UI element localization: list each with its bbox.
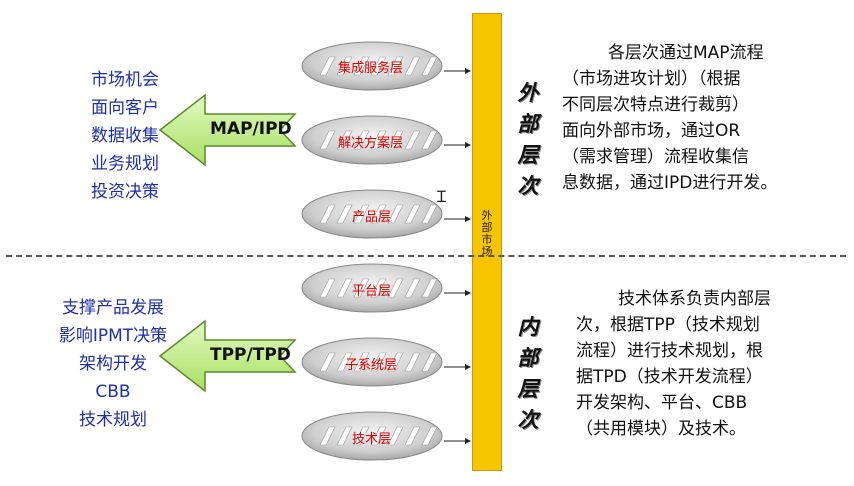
- layer-ellipse: [301, 189, 443, 239]
- tpp-tpd-arrow: [158, 319, 297, 393]
- list-item: 支撑产品发展: [62, 298, 164, 318]
- map-ipd-label: MAP/IPD: [210, 119, 292, 139]
- list-item: 数据收集: [91, 126, 159, 146]
- internal-description: 技术体系负责内部层 次，根据TPP（技术规划 流程）进行技术规划，根 据TPD（…: [576, 289, 771, 439]
- external-market-label: 外部市场: [481, 209, 493, 258]
- list-item: 面向客户: [91, 98, 159, 118]
- external-description: 各层次通过MAP流程 （市场进攻计划）（根据 不同层次特点进行裁剪） 面向外部市…: [562, 43, 778, 193]
- layer-ellipse: [301, 263, 443, 313]
- list-item: CBB: [95, 382, 131, 402]
- text-cursor-icon: Ɪ: [437, 187, 446, 206]
- layer-ellipse: [301, 41, 443, 91]
- list-item: 影响IPMT决策: [58, 326, 168, 346]
- layer-label: 平台层: [352, 284, 392, 299]
- layer-ellipse: [301, 337, 443, 387]
- list-item: 技术规划: [79, 410, 147, 430]
- left-top-list: 市场机会 面向客户 数据收集 业务规划 投资决策: [70, 66, 180, 206]
- layer-label: 解决方案层: [338, 136, 404, 151]
- tpp-tpd-label: TPP/TPD: [210, 345, 291, 365]
- layer-label: 集成服务层: [338, 61, 404, 76]
- layer-ellipse: [301, 115, 443, 165]
- layer-label: 产品层: [352, 210, 392, 225]
- external-market-bar: [472, 13, 502, 471]
- list-item: 投资决策: [91, 182, 159, 202]
- external-layer-vertical-label: 外 部 层 次: [517, 81, 539, 198]
- divider-line: [6, 255, 846, 257]
- internal-layer-vertical-label: 内 部 层 次: [517, 315, 539, 432]
- layer-label: 技术层: [352, 432, 392, 447]
- list-item: 市场机会: [91, 70, 159, 90]
- list-item: 业务规划: [91, 154, 159, 174]
- map-ipd-arrow: [158, 93, 297, 167]
- layer-ellipse: [301, 411, 443, 461]
- list-item: 架构开发: [79, 354, 147, 374]
- layer-label: 子系统层: [345, 358, 398, 373]
- left-bottom-list: 支撑产品发展 影响IPMT决策 架构开发 CBB 技术规划: [48, 294, 178, 434]
